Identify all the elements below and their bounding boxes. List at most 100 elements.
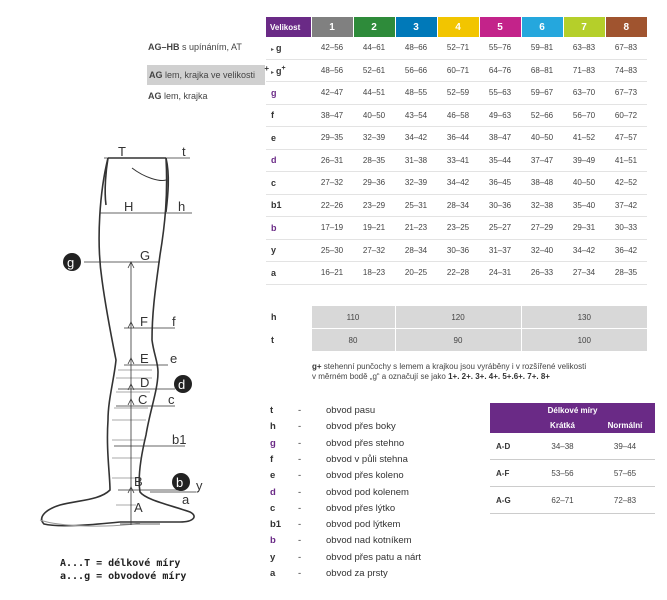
size-row-key: y xyxy=(271,245,277,256)
size-header-2: 2 xyxy=(352,17,395,37)
label-A: A xyxy=(134,500,143,515)
measurement-key: f xyxy=(270,453,274,465)
leg-hatching xyxy=(112,369,152,506)
length-col-short: Krátká xyxy=(530,418,595,433)
measurement-key: a xyxy=(270,568,276,579)
size-cell: 34–42 xyxy=(437,171,479,195)
height-cell: 130 xyxy=(520,306,647,329)
size-cell: 30–33 xyxy=(605,216,647,240)
size-row-label: y xyxy=(266,239,311,262)
height-cell: 80 xyxy=(310,328,395,351)
size-cell: 40–50 xyxy=(563,171,605,195)
size-cell: 21–23 xyxy=(395,216,437,240)
measurement-description: obvod pod lýtkem xyxy=(326,519,401,531)
measurement-key: g xyxy=(270,437,276,449)
size-row-key: e xyxy=(271,132,277,143)
measurement-description: obvod přes koleno xyxy=(326,470,404,482)
height-row-label: t xyxy=(266,328,311,351)
size-row-label: c xyxy=(266,171,311,195)
size-row-key: b1 xyxy=(271,200,282,211)
measurement-description: obvod přes patu a nárt xyxy=(326,551,422,563)
size-row-key: b xyxy=(271,222,277,233)
measurement-dash: - xyxy=(298,453,302,465)
size-row-label: b1 xyxy=(266,194,311,217)
size-row-sup: + xyxy=(281,64,286,72)
size-cell: 26–33 xyxy=(521,261,563,285)
size-cell: 63–83 xyxy=(563,37,605,60)
label-E: E xyxy=(140,351,149,366)
size-cell: 25–30 xyxy=(311,239,353,262)
measurement-dash: - xyxy=(298,470,302,482)
label-b1: b1 xyxy=(172,432,186,447)
label-y: y xyxy=(196,478,203,493)
size-row-label: d xyxy=(266,149,311,172)
size-cell: 67–83 xyxy=(605,37,647,60)
size-cell: 42–52 xyxy=(605,171,647,195)
size-note: g+ stehenní punčochy s lemem a krajkou j… xyxy=(312,362,587,381)
measurement-description: obvod pod kolenem xyxy=(326,486,409,498)
size-cell: 55–63 xyxy=(479,81,521,105)
size-cell: 60–72 xyxy=(605,104,647,127)
size-cell: 36–42 xyxy=(605,239,647,262)
size-cell: 23–29 xyxy=(353,194,395,217)
size-cell: 34–42 xyxy=(563,239,605,262)
measurement-dash: - xyxy=(298,405,302,416)
size-cell: 43–54 xyxy=(395,104,437,127)
size-cell: 52–59 xyxy=(437,81,479,105)
size-row-label: b xyxy=(266,216,311,240)
size-cell: 28–34 xyxy=(437,194,479,217)
size-cell: 32–40 xyxy=(521,239,563,262)
size-cell: 22–26 xyxy=(311,194,353,217)
size-cell: 74–83 xyxy=(605,59,647,82)
measurement-key: b1 xyxy=(270,519,282,531)
d-circle-icon xyxy=(174,375,192,393)
size-cell: 71–83 xyxy=(563,59,605,82)
size-cell: 37–47 xyxy=(521,149,563,172)
size-cell: 52–61 xyxy=(353,59,395,82)
size-row-label: ▸g xyxy=(266,37,311,60)
size-cell: 64–76 xyxy=(479,59,521,82)
size-row-key: f xyxy=(271,110,274,121)
size-cell: 38–47 xyxy=(311,104,353,127)
size-cell: 41–52 xyxy=(563,126,605,150)
height-cell: 120 xyxy=(394,306,521,329)
size-row-key: c xyxy=(271,177,277,188)
caption-length: A...T = délkové míry xyxy=(60,558,181,569)
size-cell: 44–61 xyxy=(353,37,395,60)
legend-ag: AG lem, krajka xyxy=(148,91,208,101)
size-header-3: 3 xyxy=(394,17,437,37)
length-table-blank xyxy=(490,418,530,433)
length-axis xyxy=(127,261,135,525)
size-header-label: Velikost xyxy=(266,17,311,37)
size-cell: 28–35 xyxy=(353,149,395,172)
label-f: f xyxy=(172,314,176,329)
size-row-label: a xyxy=(266,261,311,285)
size-cell: 20–25 xyxy=(395,261,437,285)
size-cell: 28–34 xyxy=(395,239,437,262)
label-F: F xyxy=(140,314,148,329)
measurement-key: t xyxy=(270,405,274,416)
length-cell-short: 62–71 xyxy=(530,486,595,514)
height-cell: 110 xyxy=(310,306,395,329)
size-cell: 37–42 xyxy=(605,194,647,217)
size-cell: 47–57 xyxy=(605,126,647,150)
size-row-key: d xyxy=(271,155,277,166)
caption-circumference: a...g = obvodové míry xyxy=(60,571,187,582)
legend-ag-hb: AG–HB s upínáním, AT xyxy=(148,42,242,52)
size-cell: 48–56 xyxy=(311,59,353,82)
size-cell: 36–44 xyxy=(437,126,479,150)
size-header-6: 6 xyxy=(520,17,563,37)
size-cell: 26–31 xyxy=(311,149,353,172)
measurement-dash: - xyxy=(298,421,302,433)
size-cell: 35–40 xyxy=(563,194,605,217)
size-cell: 16–21 xyxy=(311,261,353,285)
size-cell: 17–19 xyxy=(311,216,353,240)
size-cell: 42–47 xyxy=(311,81,353,105)
